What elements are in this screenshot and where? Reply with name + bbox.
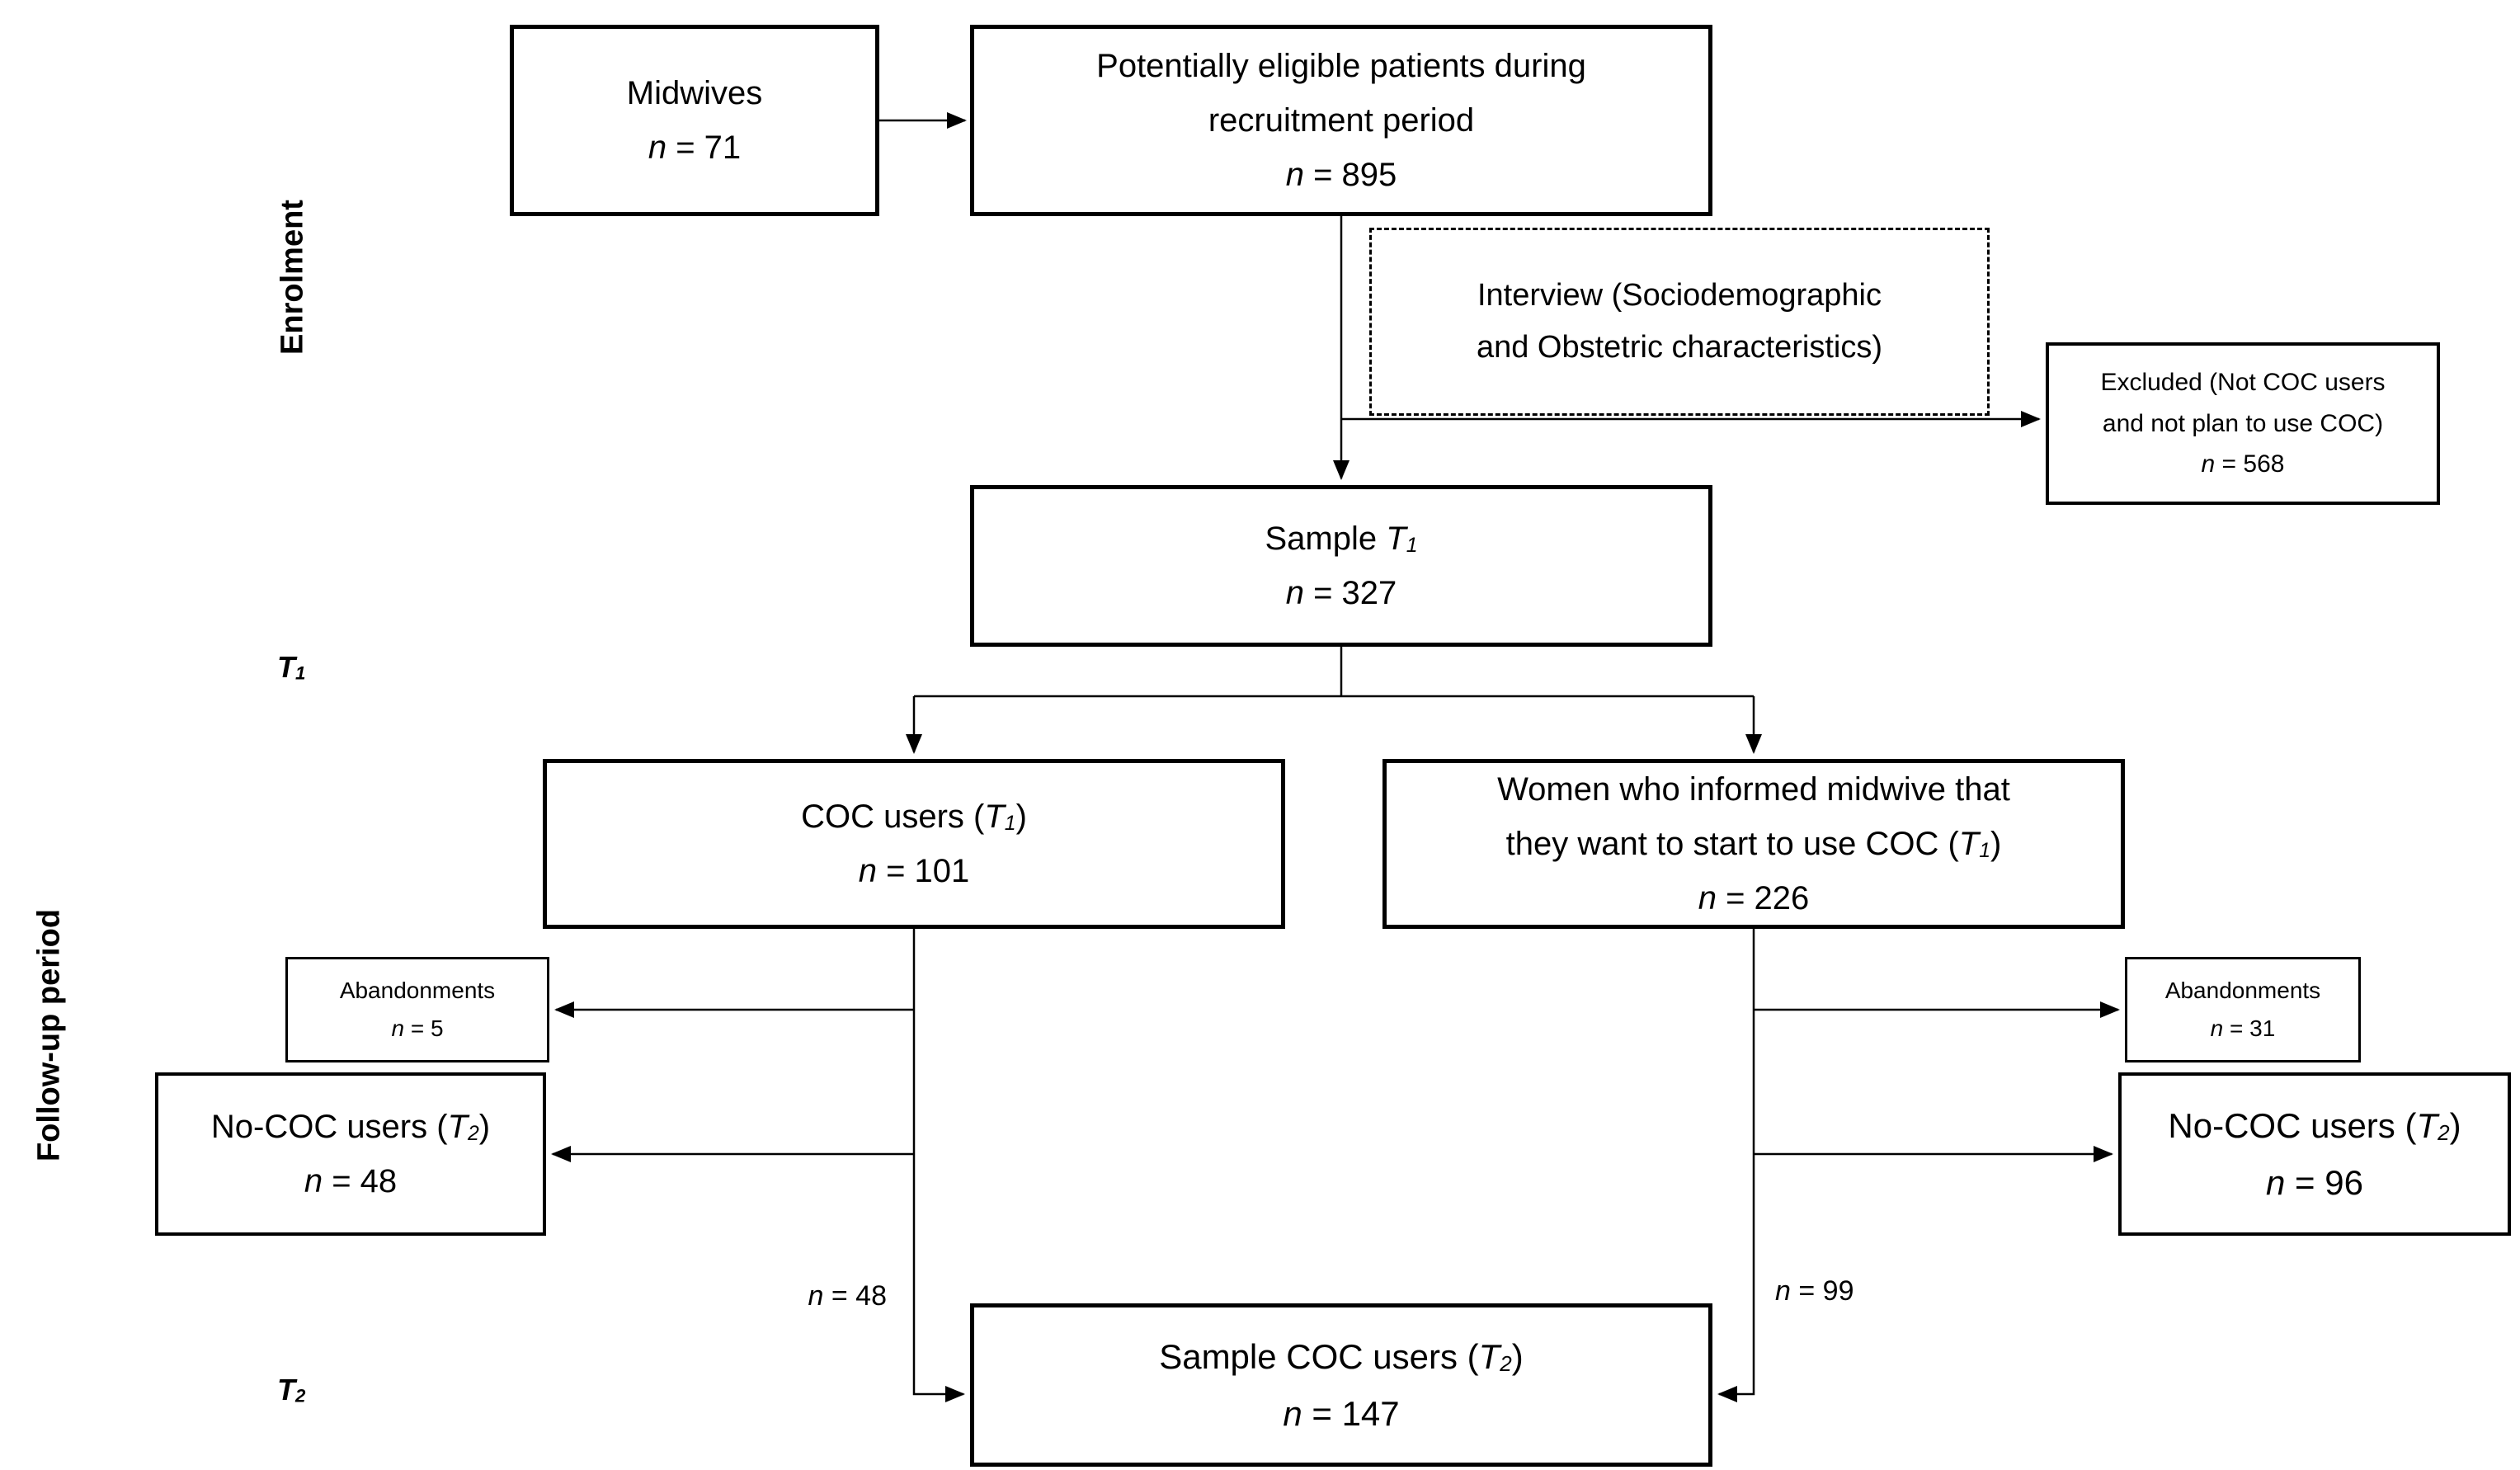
- box-no-coc-right-n: n = 96: [2266, 1163, 2363, 1202]
- box-sample-t1-n: n = 327: [1285, 575, 1397, 611]
- arrow-coc-users-to-sample-coc: [912, 929, 965, 1402]
- box-eligible-n: n = 895: [1285, 157, 1397, 193]
- box-abandonments-left-n: n = 5: [391, 1015, 444, 1041]
- box-no-coc-right-title: No-COC users (T2): [2168, 1105, 2461, 1145]
- box-sample-coc-n: n = 147: [1283, 1394, 1400, 1433]
- phase-label-enrolment: Enrolment: [275, 200, 310, 355]
- box-women-n: n = 226: [1698, 880, 1810, 916]
- box-excluded-line2: and not plan to use COC): [2102, 409, 2384, 437]
- box-sample-coc-title: Sample COC users (T2): [1159, 1336, 1524, 1376]
- box-coc-users-title: COC users (T1): [801, 799, 1027, 835]
- box-sample-t1: Sample T1 n = 327: [970, 485, 1712, 647]
- box-interview-line2: and Obstetric characteristics): [1476, 330, 1883, 365]
- box-abandonments-right-title: Abandonments: [2164, 977, 2321, 1003]
- box-interview-line1: Interview (Sociodemographic: [1477, 278, 1882, 313]
- split-junction-sample-t1: [914, 647, 1754, 698]
- edge-label-n48: n = 48: [808, 1280, 888, 1312]
- box-no-coc-users-right: No-COC users (T2) n = 96: [2118, 1072, 2511, 1236]
- phase-label-followup: Follow-up period: [31, 908, 67, 1162]
- box-abandonments-right: Abandonments n = 31: [2125, 957, 2361, 1062]
- box-sample-coc-users-t2: Sample COC users (T2) n = 147: [970, 1303, 1712, 1467]
- arrow-women-to-sample-coc: [1717, 929, 1755, 1402]
- box-sample-t1-title: Sample T1: [1265, 521, 1418, 557]
- box-excluded-n: n = 568: [2201, 450, 2285, 478]
- box-no-coc-left-title: No-COC users (T2): [210, 1109, 491, 1145]
- box-women-title-line1: Women who informed midwive that: [1497, 771, 2010, 808]
- box-midwives: Midwives n = 71: [510, 25, 879, 216]
- box-excluded: Excluded (Not COC users and not plan to …: [2046, 342, 2440, 505]
- box-eligible-title-line1: Potentially eligible patients during: [1096, 48, 1586, 84]
- phase-label-t1: T1: [277, 650, 306, 684]
- box-women-title-line2: they want to start to use COC (T1): [1505, 826, 2002, 862]
- box-abandonments-left-title: Abandonments: [339, 977, 496, 1003]
- box-coc-users-n: n = 101: [858, 853, 970, 889]
- box-eligible-title-line2: recruitment period: [1208, 102, 1475, 139]
- box-eligible-patients: Potentially eligible patients during rec…: [970, 25, 1712, 216]
- box-interview-note: Interview (Sociodemographic and Obstetri…: [1369, 228, 1990, 416]
- box-abandonments-right-n: n = 31: [2210, 1015, 2276, 1041]
- box-abandonments-left: Abandonments n = 5: [285, 957, 549, 1062]
- box-midwives-title: Midwives: [626, 75, 763, 111]
- phase-label-t2: T2: [277, 1373, 306, 1406]
- box-coc-users-t1: COC users (T1) n = 101: [543, 759, 1285, 929]
- box-women-start-coc-t1: Women who informed midwive that they wan…: [1382, 759, 2125, 929]
- box-no-coc-users-left: No-COC users (T2) n = 48: [155, 1072, 546, 1236]
- edge-label-n99: n = 99: [1775, 1275, 1854, 1307]
- box-excluded-line1: Excluded (Not COC users: [2100, 369, 2386, 397]
- box-midwives-n: n = 71: [648, 130, 742, 166]
- box-no-coc-left-n: n = 48: [304, 1163, 398, 1199]
